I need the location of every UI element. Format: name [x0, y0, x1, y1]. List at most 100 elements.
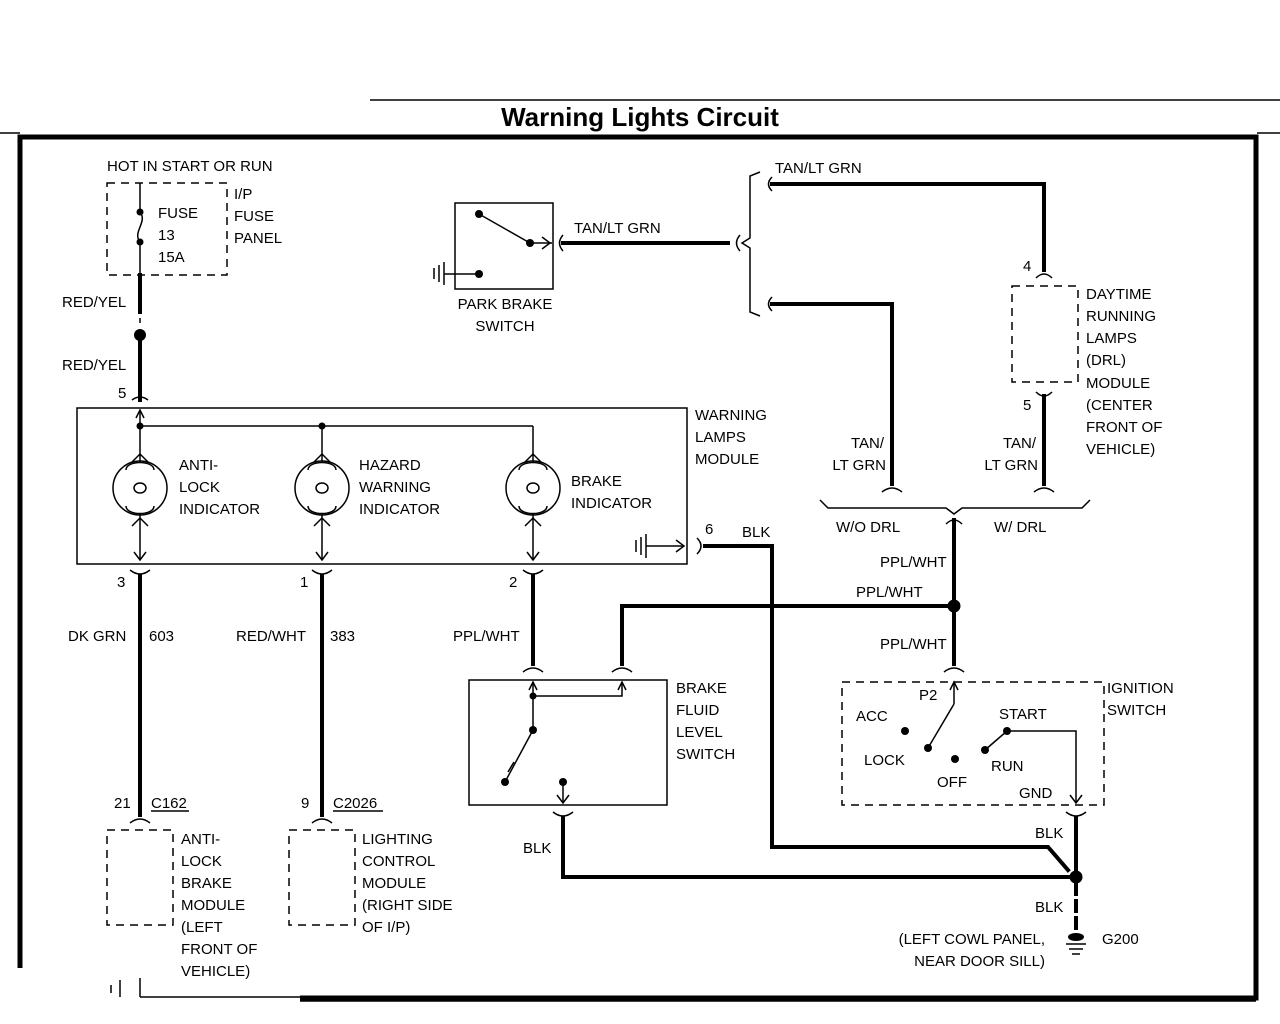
drl-label-line-3: LAMPS	[1086, 330, 1137, 347]
drl-label-line-1: DAYTIME	[1086, 286, 1152, 303]
wire-blk-module-ground	[703, 544, 1071, 873]
ignition-off: OFF	[937, 774, 967, 791]
wire-label-603: 603	[149, 628, 174, 645]
connector-pin-4	[1035, 273, 1053, 279]
lighting-label-line-4: (RIGHT SIDE	[362, 897, 453, 914]
option-with-drl: W/ DRL	[994, 519, 1047, 536]
park-brake-label-line-2: SWITCH	[475, 318, 534, 335]
park-switch-arrow	[541, 236, 552, 250]
warning-lamps-module-box	[76, 407, 688, 565]
fuse-label-line-1: FUSE	[158, 205, 198, 222]
connector-ignition-p2	[943, 667, 965, 673]
wire-label-ppl-wht-2: PPL/WHT	[856, 584, 923, 601]
connector-pin-6	[696, 537, 702, 555]
abs-label-line-7: VEHICLE)	[181, 963, 250, 980]
ign-acc-contact	[901, 727, 909, 735]
ignition-lock: LOCK	[864, 752, 905, 769]
wire-label-tan-wo-drl-2: LT GRN	[832, 457, 886, 474]
anti-lock-indicator-lamp-icon	[112, 448, 168, 528]
brake-fluid-label-line-4: SWITCH	[676, 746, 735, 763]
bfs-lead-b	[533, 682, 623, 697]
brake-fluid-switch-box	[468, 679, 668, 806]
indicator-1-label-line-2: LOCK	[179, 479, 220, 496]
wire-label-ppl-wht-1: PPL/WHT	[880, 554, 947, 571]
ground-location-line-2: NEAR DOOR SILL)	[914, 953, 1045, 970]
wire-label-blk-ground: BLK	[1035, 899, 1063, 916]
wire-label-ppl-wht-3: PPL/WHT	[880, 636, 947, 653]
ign-off-contact	[951, 755, 959, 763]
lamp-1-output-arrow	[133, 551, 147, 562]
bus-node-1	[136, 422, 144, 430]
ign-start-blade	[984, 730, 1008, 751]
drl-module-outline	[1011, 285, 1079, 383]
hazard-warning-indicator-lamp-icon	[294, 448, 350, 528]
abs-label-line-5: (LEFT	[181, 919, 223, 936]
indicator-2-label-line-3: INDICATOR	[359, 501, 440, 518]
brake-indicator-lamp-icon	[505, 448, 561, 528]
park-brake-switch-box	[454, 202, 554, 290]
connector-pin-21	[129, 818, 151, 824]
drl-label-line-5: MODULE	[1086, 375, 1150, 392]
park-switch-blade	[478, 213, 531, 244]
ignition-start: START	[999, 706, 1047, 723]
ign-blade	[927, 703, 955, 749]
bfs-node	[529, 692, 537, 700]
ign-gnd-lead	[1007, 730, 1077, 802]
drl-label-line-2: RUNNING	[1086, 308, 1156, 325]
bfs-arrow	[507, 761, 515, 773]
wire-label-tan-lt-grn-switch: TAN/LT GRN	[574, 220, 661, 237]
pin-21: 21	[114, 795, 131, 812]
lamp-3-output-arrow	[526, 551, 540, 562]
lighting-module-outline	[288, 829, 356, 926]
brake-fluid-label-line-1: BRAKE	[676, 680, 727, 697]
connector-pin-2	[522, 569, 544, 575]
connector-c162: C162	[151, 795, 187, 812]
wire-label-blk-ign: BLK	[1035, 825, 1063, 842]
wire-tan-lt-grn-to-drl	[770, 182, 1046, 272]
connector-park-brake-harness	[735, 234, 741, 252]
fuse-panel-label-line-2: FUSE	[234, 208, 274, 225]
connector-tan-bottom	[767, 296, 773, 312]
pin-9: 9	[301, 795, 309, 812]
drl-label-line-8: VEHICLE)	[1086, 441, 1155, 458]
diagram-title: Warning Lights Circuit	[501, 102, 779, 132]
diagram-frame	[17, 134, 1259, 1001]
drl-label-line-6: (CENTER	[1086, 397, 1153, 414]
brake-fluid-label-line-3: LEVEL	[676, 724, 723, 741]
wire-label-blk-pin6: BLK	[742, 524, 770, 541]
drl-label-line-7: FRONT OF	[1086, 419, 1162, 436]
warning-module-label-line-1: WARNING	[695, 407, 767, 424]
lamp-2-output-arrow	[315, 551, 329, 562]
connector-pin-3	[129, 569, 151, 575]
wire-label-tan-w-drl-1: TAN/	[1003, 435, 1037, 452]
park-brake-ground-icon	[433, 262, 483, 285]
indicator-3-label-line-2: INDICATOR	[571, 495, 652, 512]
pin-6: 6	[705, 521, 713, 538]
park-brake-label-line-1: PARK BRAKE	[458, 296, 553, 313]
connector-brake-fluid-b	[611, 667, 633, 673]
indicator-2-label-line-1: HAZARD	[359, 457, 421, 474]
wire-label-ppl-wht-pin2: PPL/WHT	[453, 628, 520, 645]
fuse-label-line-3: 15A	[158, 249, 185, 266]
indicator-2-label-line-2: WARNING	[359, 479, 431, 496]
module-ground-icon	[635, 534, 686, 558]
lighting-label-line-5: OF I/P)	[362, 919, 410, 936]
pin-5-wlm: 5	[118, 385, 126, 402]
ground-g200-icon	[1066, 933, 1086, 955]
connector-brake-fluid-a	[522, 667, 544, 673]
wire-ppl-wht-cross	[620, 604, 956, 666]
connector-w-drl	[1033, 487, 1055, 493]
connector-c2026: C2026	[333, 795, 377, 812]
pin-2: 2	[509, 574, 517, 591]
wire-label-tan-lt-grn-top: TAN/LT GRN	[775, 160, 862, 177]
abs-label-line-3: BRAKE	[181, 875, 232, 892]
connector-wo-drl	[881, 487, 903, 493]
splice-ground	[1069, 870, 1083, 884]
fuse-element	[137, 211, 143, 243]
ignition-label-line-1: IGNITION	[1107, 680, 1174, 697]
wire-label-tan-w-drl-2: LT GRN	[984, 457, 1038, 474]
abs-label-line-4: MODULE	[181, 897, 245, 914]
fuse-panel-label-line-3: PANEL	[234, 230, 282, 247]
wire-label-383: 383	[330, 628, 355, 645]
